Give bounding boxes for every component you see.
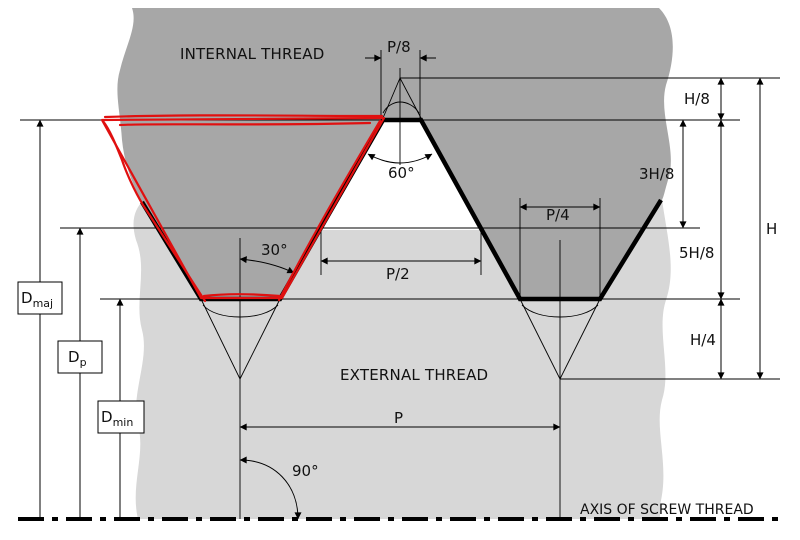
angle-60-label: 60° (388, 164, 415, 182)
external-thread-region (133, 200, 671, 519)
angle-arc-60 (367, 153, 433, 164)
h8-label: H/8 (684, 90, 710, 108)
p4-label: P/4 (546, 206, 570, 224)
svg-text:Dmaj: Dmaj (21, 289, 53, 310)
angle-arc-90 (239, 456, 302, 520)
dp-label-box: Dp (57, 340, 103, 374)
root-arc-left (202, 304, 279, 318)
angle-arc-30 (239, 256, 295, 274)
angle-90-label: 90° (292, 462, 319, 480)
external-thread-label: EXTERNAL THREAD (340, 366, 488, 384)
angle-30-label: 30° (261, 241, 288, 259)
h5-8-label: 5H/8 (679, 244, 714, 262)
h4-label: H/4 (690, 331, 716, 349)
svg-text:Dmin: Dmin (101, 408, 133, 429)
svg-text:Dp: Dp (68, 348, 87, 369)
p2-label: P/2 (386, 265, 410, 283)
red-annotation (100, 114, 386, 303)
internal-thread-region (117, 8, 673, 299)
internal-thread-label: INTERNAL THREAD (180, 45, 324, 63)
p8-label: P/8 (387, 38, 411, 56)
construction-triangle-top (382, 76, 422, 119)
axis-label: AXIS OF SCREW THREAD (580, 502, 754, 518)
dmaj-label-box: Dmaj (17, 281, 63, 315)
p-label: P (394, 409, 403, 427)
root-arc-top (382, 101, 420, 114)
h3-8-label: 3H/8 (639, 165, 674, 183)
construction-triangle-right (519, 298, 601, 381)
dmin-label-box: Dmin (97, 400, 145, 434)
construction-triangle-left (200, 298, 281, 381)
h-label: H (766, 220, 777, 238)
root-arc-right (521, 304, 599, 318)
